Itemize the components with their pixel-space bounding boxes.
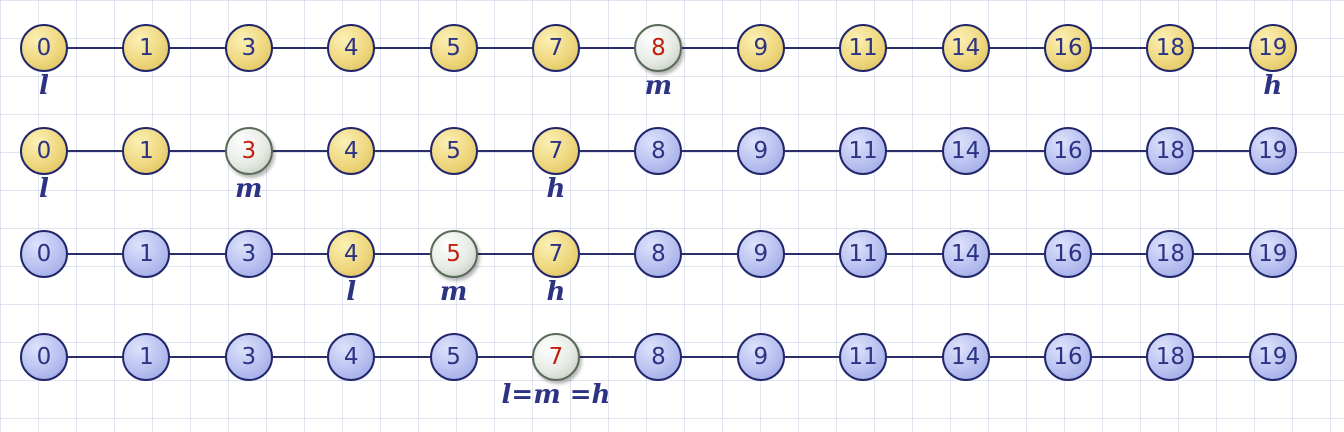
search-step-row: 0 1 3 4 5 7 8 9 11 14 16 18 19 l m h [0,103,1344,203]
array-node: 16 [1044,333,1092,381]
pointer-label: h [546,277,566,307]
array-node: 19 [1248,333,1297,381]
array-node: 1 [122,24,171,72]
pointer-label: h [1263,71,1283,101]
search-step-row: 0 1 3 4 5 7 8 9 11 14 16 18 19 l m h [0,206,1344,306]
array-node: 4 [327,24,376,72]
pointer-label: l [39,71,49,101]
array-node: 7 [532,127,580,175]
array-node: 1 [122,333,171,381]
array-node: 19 [1248,230,1297,278]
array-node: 14 [941,24,990,72]
array-node: 0 [20,333,68,381]
pointer-label: m [439,277,468,307]
array-node: 1 [122,230,171,278]
array-node: 5 [429,127,478,175]
array-node: 0 [20,230,68,278]
search-step-row: 0 1 3 4 5 7 8 9 11 14 16 18 19 l=m =h [0,309,1344,409]
pointer-label: m [235,174,263,204]
array-node: 9 [736,127,785,175]
midpoint-node: 5 [429,230,478,278]
array-node: 18 [1146,333,1195,381]
array-node: 18 [1146,24,1195,72]
array-node: 14 [941,127,990,175]
midpoint-node: 7 [532,333,580,381]
array-node: 11 [839,333,888,381]
array-node: 16 [1044,127,1092,175]
array-node: 1 [122,127,171,175]
array-node: 7 [532,230,580,278]
array-node: 14 [941,230,990,278]
array-node: 4 [327,127,376,175]
array-node: 8 [634,127,683,175]
array-node: 9 [736,24,785,72]
array-node: 9 [736,333,785,381]
array-node: 18 [1146,230,1195,278]
array-node: 18 [1146,127,1195,175]
array-node: 11 [839,24,888,72]
array-node: 3 [224,230,273,278]
search-step-row: 0 1 3 4 5 7 8 9 11 14 16 18 19 l m h [0,0,1344,100]
array-node: 9 [736,230,785,278]
pointer-label: m [644,71,673,101]
array-node: 5 [429,24,478,72]
array-node: 4 [327,333,376,381]
array-node: 3 [224,24,273,72]
pointer-label: h [546,174,566,204]
array-node: 0 [20,24,68,72]
pointer-label: l [39,174,49,204]
array-node: 16 [1044,230,1092,278]
array-node: 8 [634,230,683,278]
array-node: 8 [634,333,683,381]
array-node: 7 [532,24,580,72]
array-node: 11 [839,230,888,278]
array-node: 11 [839,127,888,175]
array-node: 0 [20,127,68,175]
array-node: 5 [429,333,478,381]
pointer-label: l=m =h [501,380,611,410]
array-node: 3 [224,333,273,381]
array-node: 16 [1044,24,1092,72]
array-node: 19 [1248,127,1297,175]
array-node: 4 [327,230,376,278]
midpoint-node: 3 [224,127,273,175]
pointer-label: l [346,277,357,307]
array-node: 19 [1248,24,1297,72]
midpoint-node: 8 [634,24,683,72]
array-node: 14 [941,333,990,381]
